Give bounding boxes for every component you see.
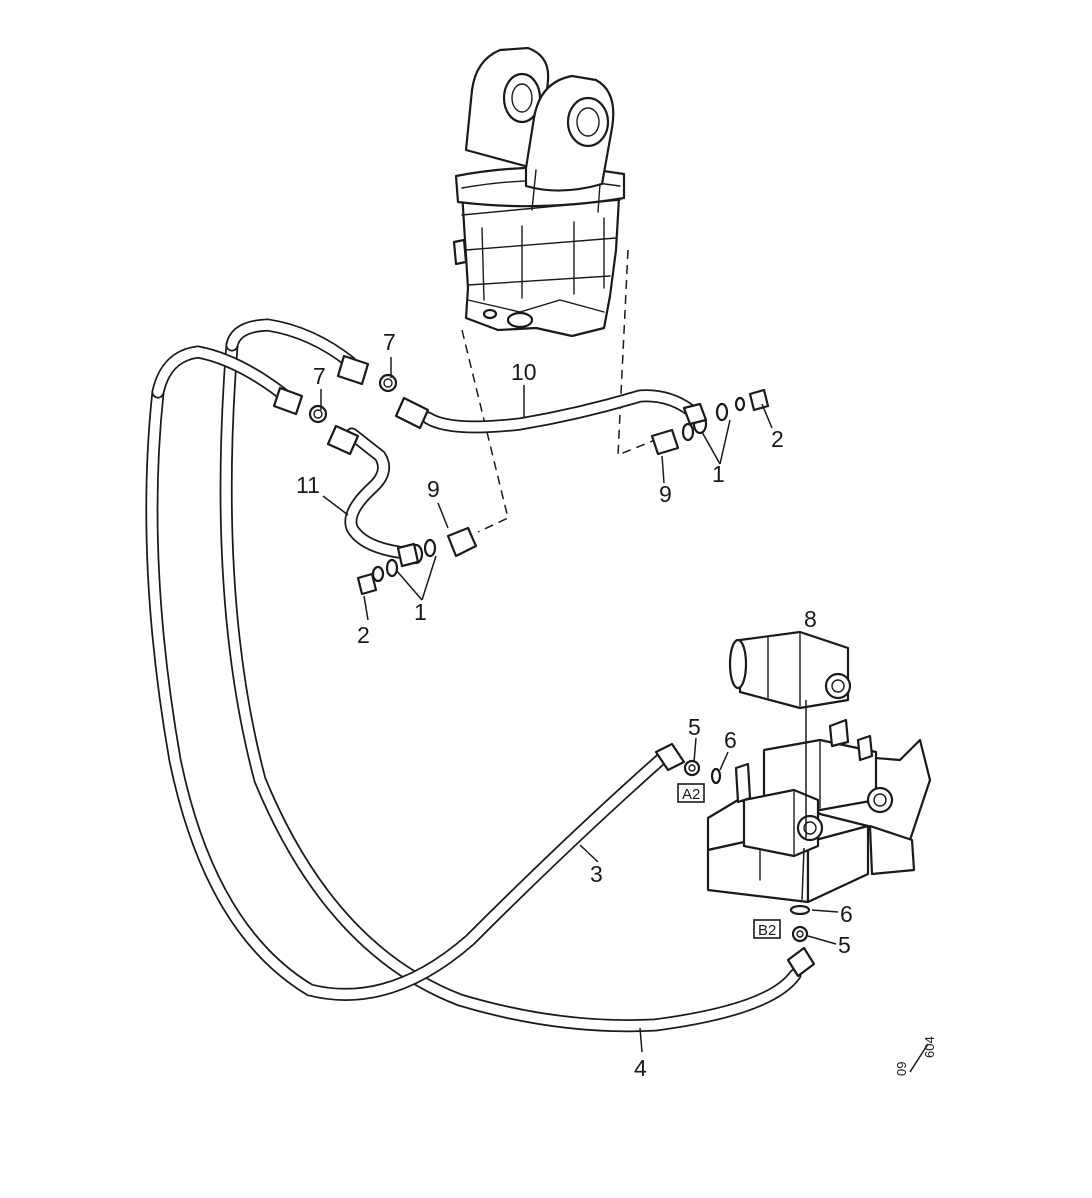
callout-8: 8	[804, 606, 817, 632]
control-valve	[706, 718, 932, 904]
callout-10: 10	[511, 359, 537, 385]
hose-3	[145, 345, 667, 1001]
callout-7-lower: 7	[313, 363, 326, 389]
callout-1-left: 1	[414, 599, 427, 625]
callout-5-lower: 5	[838, 932, 851, 958]
hose-11	[344, 427, 405, 559]
callout-4: 4	[634, 1055, 647, 1081]
callout-6-upper: 6	[724, 727, 737, 753]
drawing-code-top: 09	[894, 1062, 909, 1076]
port-a2-text: A2	[682, 786, 700, 803]
drawing-code-bottom: 604	[922, 1036, 937, 1058]
callout-1-right: 1	[712, 461, 725, 487]
valve-port-fittings	[654, 742, 816, 978]
port-label-a2: A2	[677, 783, 705, 803]
leader-lines	[320, 357, 929, 1073]
callout-9-left: 9	[427, 476, 440, 502]
callout-2-right: 2	[771, 426, 784, 452]
hose-4	[219, 318, 802, 1033]
callout-5-upper: 5	[688, 714, 701, 740]
hose-10	[421, 389, 697, 434]
rotator	[452, 46, 626, 338]
callout-2-left: 2	[357, 622, 370, 648]
callout-9-right: 9	[659, 481, 672, 507]
callout-6-lower: 6	[840, 901, 853, 927]
port-b2-text: B2	[758, 922, 776, 939]
port-label-b2: B2	[753, 919, 781, 939]
callout-11: 11	[296, 472, 320, 498]
solenoid-coil-8	[728, 630, 852, 838]
callout-3: 3	[590, 861, 603, 887]
fittings-upper	[272, 354, 770, 596]
callout-7-upper: 7	[383, 329, 396, 355]
routing-lines	[461, 249, 656, 533]
